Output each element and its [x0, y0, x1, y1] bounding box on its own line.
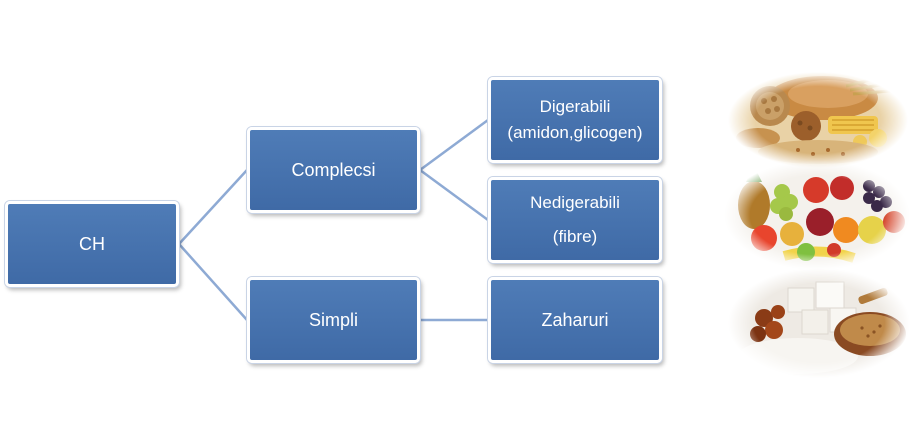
- node-complecsi: Complecsi: [247, 127, 420, 213]
- node-digerabili-detail: (amidon,glicogen): [507, 123, 643, 142]
- node-zaharuri: Zaharuri: [488, 277, 662, 363]
- node-zaharuri-label: Zaharuri: [541, 310, 609, 330]
- fruits-photo: [724, 160, 910, 270]
- bread-grains-photo: [728, 68, 908, 168]
- node-ch-label: CH: [79, 234, 105, 254]
- node-complecsi-label: Complecsi: [291, 160, 376, 180]
- connector-complecsi-nedigerabili: [419, 168, 489, 222]
- node-ch: CH: [5, 201, 179, 287]
- sugar-photo: [728, 268, 910, 378]
- connector-ch-complecsi: [178, 169, 248, 245]
- node-digerabili-label: Digerabili: [539, 97, 611, 116]
- node-digerabili: Digerabili (amidon,glicogen): [488, 77, 662, 163]
- node-nedigerabili-detail: (fibre): [552, 227, 598, 246]
- connector-ch-simpli: [178, 243, 248, 321]
- node-simpli: Simpli: [247, 277, 420, 363]
- node-nedigerabili-label: Nedigerabili: [530, 193, 620, 212]
- node-simpli-label: Simpli: [308, 310, 358, 330]
- node-nedigerabili: Nedigerabili (fibre): [488, 177, 662, 263]
- connector-complecsi-digerabili: [419, 118, 489, 172]
